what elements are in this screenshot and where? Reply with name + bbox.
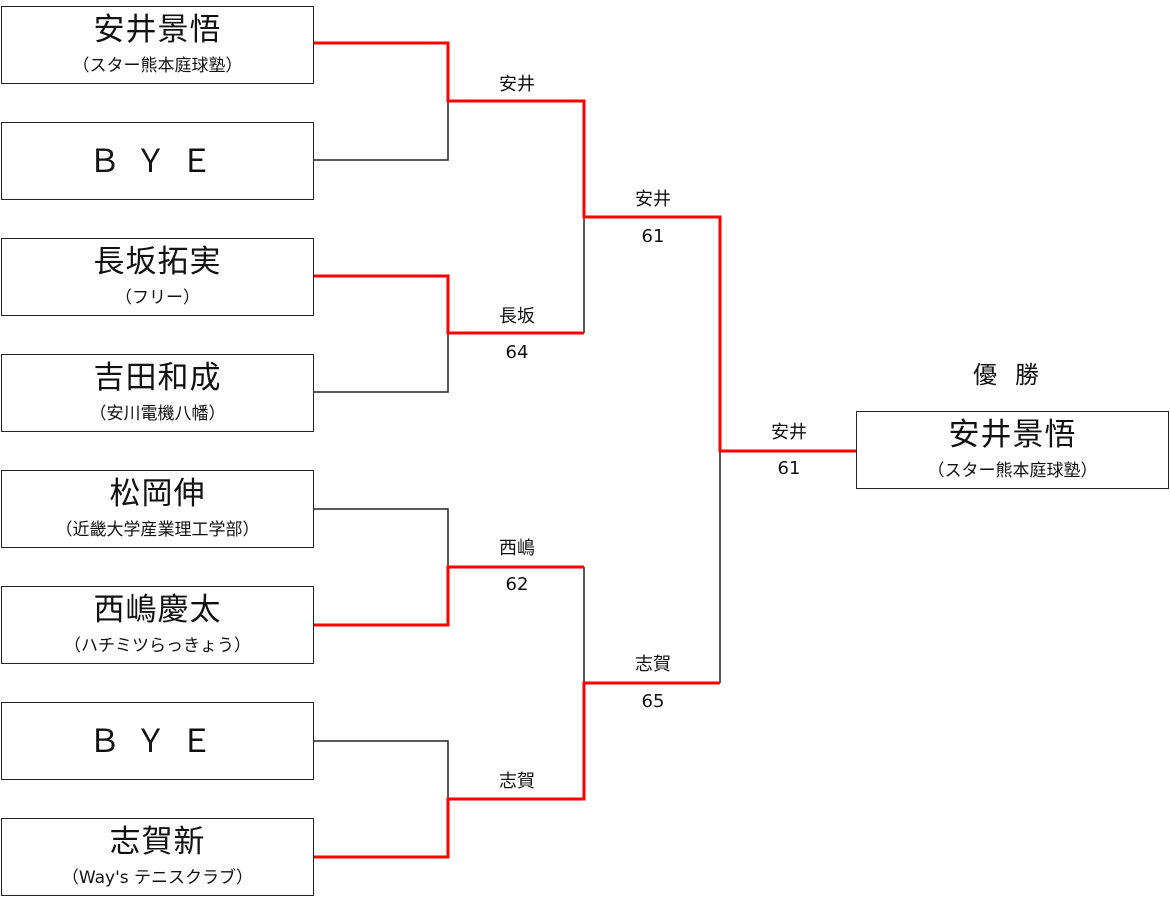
winner-path-yasui bbox=[314, 41, 856, 453]
player-affiliation: （安川電機八幡） bbox=[89, 404, 226, 424]
r1-winner: 安井 bbox=[499, 74, 535, 95]
line-r1-matsuoka bbox=[314, 508, 449, 567]
winner-path-shiga bbox=[314, 681, 720, 859]
line-r1-yoshida bbox=[314, 333, 449, 393]
line-r1-bye2 bbox=[314, 740, 449, 799]
winner-path-nishijima bbox=[314, 565, 584, 627]
player-name: 松岡伸 bbox=[109, 476, 206, 512]
bye-box: ＢＹＥ bbox=[1, 122, 314, 200]
player-affiliation: （フリー） bbox=[115, 288, 200, 308]
champion-box: 安井景悟 （スター熊本庭球塾） bbox=[856, 411, 1169, 489]
player-affiliation: （近畿大学産業理工学部） bbox=[55, 520, 260, 540]
player-box: 吉田和成 （安川電機八幡） bbox=[1, 354, 314, 432]
player-affiliation: （Way's テニスクラブ） bbox=[61, 868, 254, 888]
player-box: 西嶋慶太 （ハチミツらっきょう） bbox=[1, 586, 314, 664]
player-name: 西嶋慶太 bbox=[93, 592, 222, 628]
player-name: 吉田和成 bbox=[93, 360, 222, 396]
player-name: ＢＹＥ bbox=[88, 142, 227, 180]
player-affiliation: （スター熊本庭球塾） bbox=[72, 56, 243, 76]
player-box: 志賀新 （Way's テニスクラブ） bbox=[1, 818, 314, 896]
r1-winner: 長坂 bbox=[499, 306, 535, 327]
player-name: 志賀新 bbox=[109, 824, 206, 860]
r2-winner: 志賀 bbox=[635, 654, 671, 675]
r1-winner: 西嶋 bbox=[499, 538, 535, 559]
player-affiliation: （ハチミツらっきょう） bbox=[64, 636, 251, 656]
champion-affiliation: （スター熊本庭球塾） bbox=[927, 461, 1098, 481]
player-box: 松岡伸 （近畿大学産業理工学部） bbox=[1, 470, 314, 548]
final-winner: 安井 bbox=[771, 422, 807, 443]
champion-title: 優勝 bbox=[973, 361, 1057, 389]
line-r1-bye1 bbox=[314, 101, 449, 161]
bye-box: ＢＹＥ bbox=[1, 702, 314, 780]
player-name: ＢＹＥ bbox=[88, 722, 227, 760]
r1-winner: 志賀 bbox=[499, 771, 535, 792]
r2-winner: 安井 bbox=[635, 189, 671, 210]
r1-score: 64 bbox=[505, 342, 529, 363]
player-box: 安井景悟 （スター熊本庭球塾） bbox=[1, 6, 314, 84]
r2-score: 61 bbox=[641, 226, 665, 247]
player-name: 安井景悟 bbox=[93, 12, 222, 48]
champion-name: 安井景悟 bbox=[948, 417, 1077, 453]
final-score: 61 bbox=[777, 458, 801, 479]
player-name: 長坂拓実 bbox=[93, 244, 222, 280]
winner-path-nagasaka bbox=[314, 274, 584, 335]
r2-score: 65 bbox=[641, 691, 665, 712]
r1-score: 62 bbox=[505, 574, 529, 595]
player-box: 長坂拓実 （フリー） bbox=[1, 238, 314, 316]
